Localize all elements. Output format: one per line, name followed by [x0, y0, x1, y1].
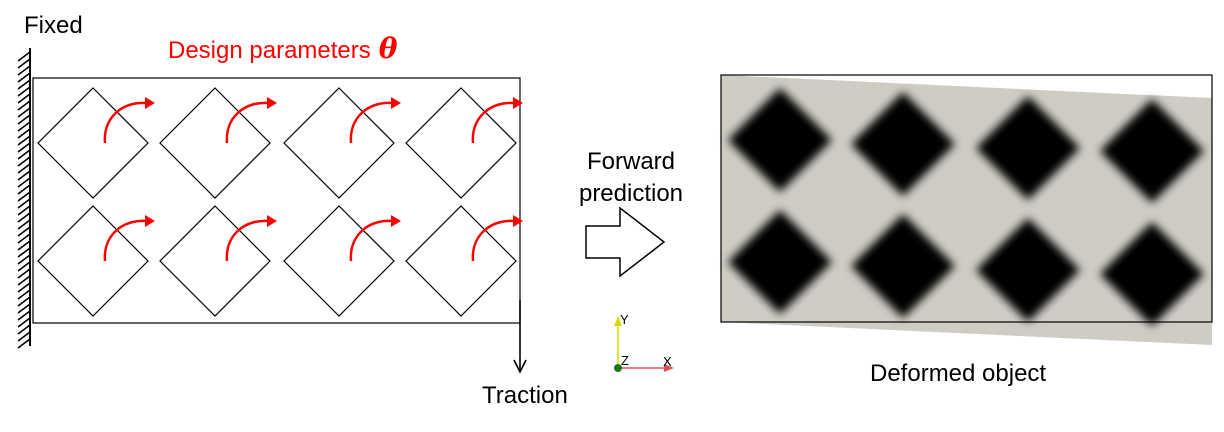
traction-arrow-icon [513, 300, 527, 374]
forward-label-line1: Forward [586, 148, 676, 175]
design-parameters-label: Design parameters θ [168, 32, 397, 65]
axis-z-label: Z [621, 353, 629, 368]
diamond-hole [405, 205, 517, 317]
rotation-arrow-icon [471, 97, 523, 144]
forward-hollow-arrow-icon [585, 206, 666, 278]
deformed-object-shape [721, 75, 1212, 345]
axis-x-label: X [663, 354, 672, 369]
rotation-arrow-icon [471, 215, 523, 262]
diamond-hole [283, 205, 395, 317]
rotation-arrow-icon [225, 97, 277, 144]
deformed-holes [728, 88, 1204, 326]
diamond-hole [405, 87, 517, 199]
diamond-hole [283, 87, 395, 199]
forward-label-line2: prediction [578, 180, 684, 207]
diamond-hole [159, 205, 271, 317]
rotation-arrow-icon [103, 97, 155, 144]
rotation-arrow-icon [349, 215, 401, 262]
deformed-hole [1100, 222, 1204, 326]
undeformed-holes [37, 87, 517, 317]
diamond-hole [37, 205, 149, 317]
fixed-support-hatch-icon [17, 48, 31, 349]
design-parameters-text: Design parameters [168, 37, 371, 64]
undeformed-plate [32, 77, 521, 324]
reference-outline [720, 74, 1213, 323]
rotation-arrow-icon [103, 215, 155, 262]
deformed-hole [976, 218, 1080, 322]
forward-prediction-label: Forward prediction [560, 146, 702, 210]
axes-gizmo-icon [614, 316, 674, 372]
diamond-hole [37, 87, 149, 199]
rotation-arrow-icon [349, 97, 401, 144]
axis-y-label: Y [620, 312, 629, 327]
rotation-arrows [103, 97, 523, 262]
deformed-hole [976, 96, 1080, 200]
fixed-label: Fixed [24, 12, 83, 39]
theta-symbol: θ [378, 32, 398, 65]
deformed-hole [1100, 99, 1204, 203]
deformed-hole [728, 210, 832, 314]
diamond-hole [159, 87, 271, 199]
deformed-hole [728, 88, 832, 192]
deformed-hole [851, 214, 955, 318]
deformed-hole [851, 92, 955, 196]
rotation-arrow-icon [225, 215, 277, 262]
traction-label: Traction [482, 382, 568, 409]
deformed-object-label: Deformed object [870, 360, 1047, 387]
